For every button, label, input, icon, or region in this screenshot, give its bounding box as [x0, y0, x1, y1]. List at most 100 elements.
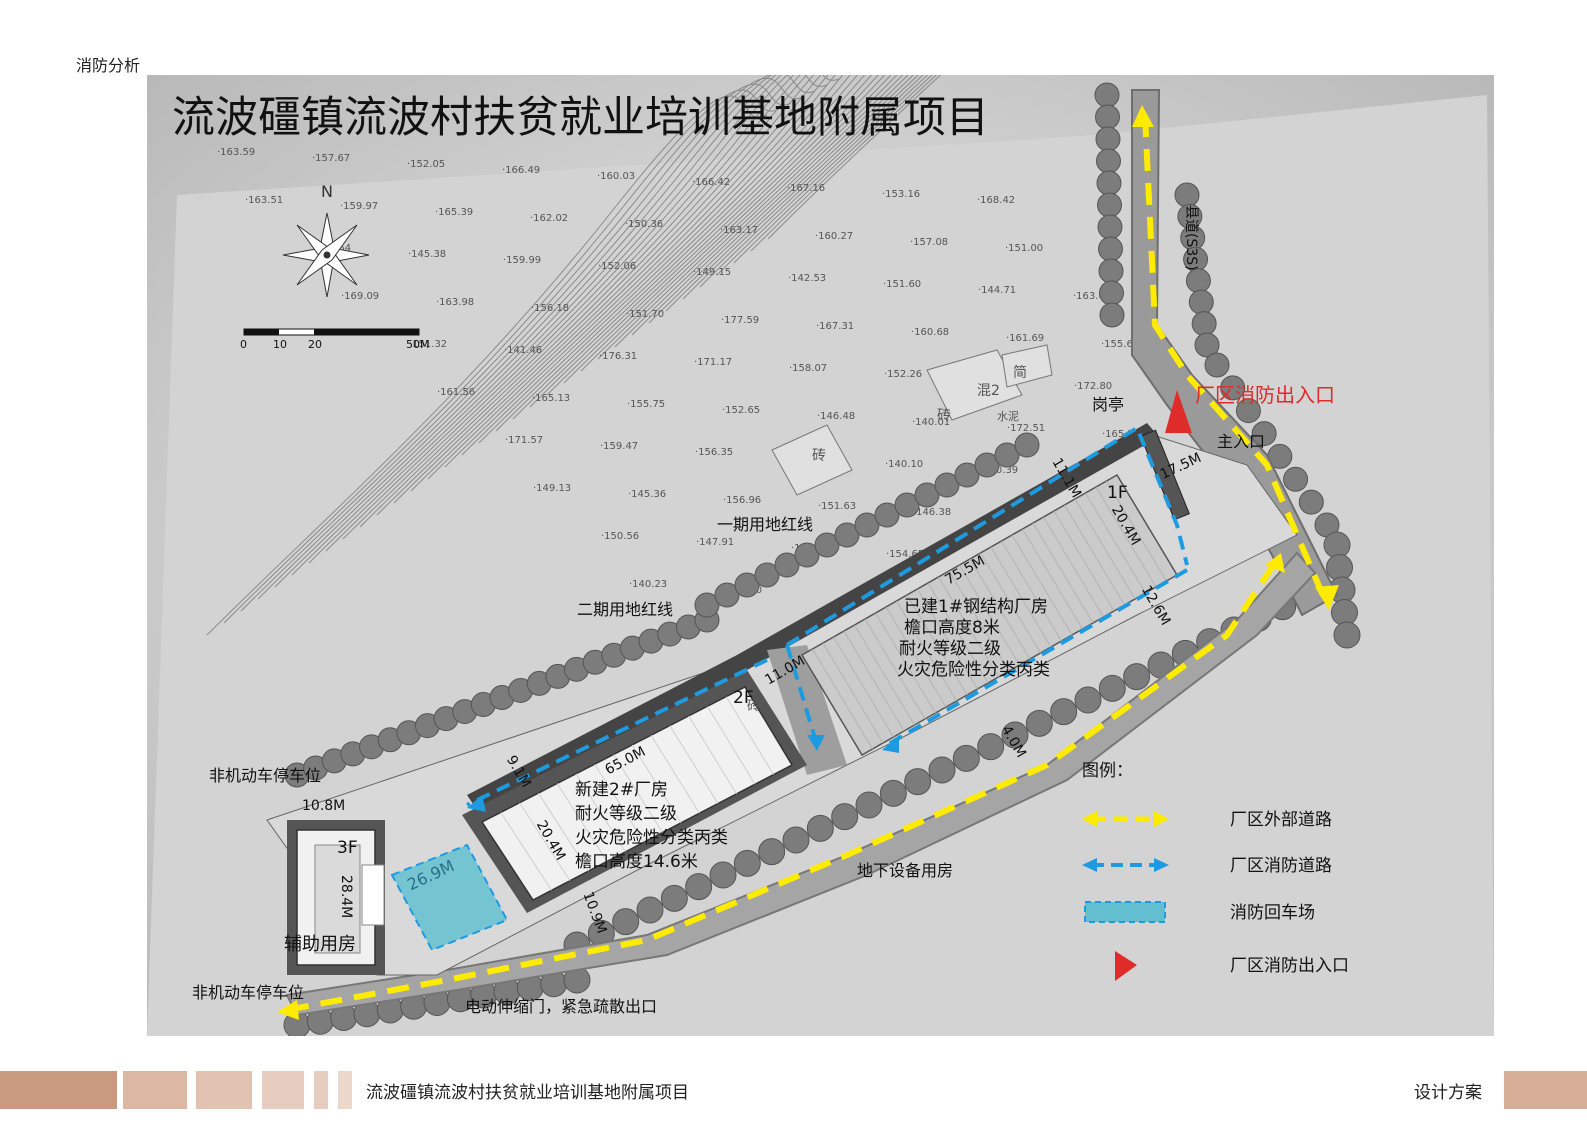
elevation-label: ·151.00: [1005, 243, 1043, 254]
label-fire-entrance: 厂区消防出入口: [1195, 383, 1335, 407]
floor-grid-line: [650, 734, 700, 814]
scale-tick-0: 0: [240, 338, 247, 351]
roof-stripe: [948, 570, 1010, 672]
roof-stripe: [959, 564, 1020, 666]
elevation-label: ·163.98: [436, 297, 474, 308]
elevation-label: ·159.47: [600, 441, 638, 452]
tree: [758, 838, 786, 866]
building-labels: 1F 已建1#钢结构厂房 檐口高度8米 耐火等级二级 火灾危险性分类丙类 2F …: [337, 483, 1128, 872]
elevation-label: ·161.56: [437, 387, 475, 398]
fire-entrance-marker: [1165, 390, 1192, 433]
floor-grid-line: [575, 773, 626, 853]
tree: [636, 896, 664, 924]
elevation-label: ·146.48: [817, 411, 855, 422]
label-guard-post: 岗亭: [1092, 395, 1124, 414]
yellow-arrow-bottom-right: [1315, 585, 1339, 610]
tree: [1188, 289, 1214, 315]
fire-road-north: [785, 425, 1189, 647]
tree: [1098, 236, 1123, 262]
contour-line: [410, 75, 815, 492]
tree: [977, 733, 1005, 761]
tree: [928, 756, 956, 784]
elevation-label: ·166.49: [502, 165, 540, 176]
legend-blue-arrow-right: [1154, 858, 1169, 872]
contour-line: [291, 75, 828, 576]
external-road-east: [1142, 114, 1328, 602]
label-bike-parking-top: 非机动车停车位: [209, 766, 321, 785]
elevation-label: ·152.26: [884, 369, 922, 380]
contour-line: [308, 75, 840, 564]
plan-labels: 岗亭 厂区消防出入口 主入口 一期用地红线 二期用地红线 非机动车停车位 非机动…: [192, 205, 1335, 1016]
tree: [994, 442, 1020, 468]
elevation-label: ·165.13: [532, 393, 570, 404]
tree: [660, 884, 688, 912]
label-bike-parking-bottom: 非机动车停车位: [192, 983, 304, 1002]
elevation-label: ·163.17: [720, 225, 758, 236]
roof-stripe: [896, 600, 957, 702]
elevation-label: ·162.02: [530, 213, 568, 224]
contour-line: [529, 75, 866, 408]
tree: [879, 779, 907, 807]
elevation-label: ·166.42: [692, 177, 730, 188]
elevation-label: ·171.57: [505, 435, 543, 446]
contour-line: [274, 75, 816, 588]
tree: [1014, 432, 1040, 458]
tree: [1094, 82, 1120, 108]
fire-arrow-1: [807, 735, 825, 751]
contour-line: [699, 75, 924, 288]
scale-tick-20: 20: [308, 338, 322, 351]
contour-line: [597, 75, 892, 360]
fire-road-east: [885, 568, 1189, 747]
elevation-label: ·142.53: [788, 273, 826, 284]
tree: [1283, 466, 1309, 492]
tree: [874, 502, 900, 528]
floor-grid-line: [707, 706, 756, 785]
tree: [685, 873, 713, 901]
tree: [1123, 663, 1151, 691]
building-3-stair: [361, 864, 385, 926]
b1-floor: 1F: [1107, 483, 1128, 503]
elevation-label: ·163.59: [217, 147, 255, 158]
elevation-label: ·151.60: [883, 279, 921, 290]
tree: [1074, 686, 1102, 714]
tree: [1097, 214, 1123, 240]
roof-stripe: [1053, 510, 1115, 612]
contour-line: [767, 75, 942, 240]
elevation-label: ·168.42: [977, 195, 1015, 206]
roof-stripe: [1001, 540, 1062, 642]
tree: [1095, 104, 1120, 130]
contour-line: [257, 77, 804, 600]
elevation-label: ·149.15: [693, 267, 731, 278]
tree-rows: [283, 82, 1361, 1036]
elevation-label: ·141.46: [504, 345, 542, 356]
contour-line: [546, 75, 873, 396]
south-road: [285, 551, 1317, 1017]
roof-stripe: [1011, 534, 1073, 636]
contour-line: [614, 75, 898, 348]
elevation-label: ·165.39: [435, 207, 473, 218]
contour-line: [733, 75, 933, 264]
building-2-grid: [500, 696, 774, 891]
b1-line-2: 檐口高度8米: [904, 618, 1000, 638]
label-simple: 简: [1013, 364, 1027, 381]
roof-stripe: [885, 606, 947, 708]
contour-line: [512, 75, 859, 420]
contour-line: [427, 75, 822, 480]
elevation-label: ·145.38: [408, 249, 446, 260]
contour-line: [461, 75, 836, 456]
floor-grid-line: [669, 725, 719, 804]
floor-grid-line: [725, 696, 774, 775]
footer-block-6: [338, 1071, 352, 1109]
building-2: [480, 686, 794, 901]
yellow-arrow-south-right: [1265, 553, 1285, 573]
elevation-label: ·144.71: [978, 285, 1016, 296]
contour-line: [376, 75, 801, 516]
legend-yellow-arrow-left: [1082, 811, 1097, 827]
tree: [1050, 698, 1078, 726]
b2-line-1: 新建2#厂房: [575, 780, 668, 800]
legend-item-fire-entrance: 厂区消防出入口: [1230, 956, 1349, 976]
scale-tick-10: 10: [273, 338, 287, 351]
tree: [855, 791, 883, 819]
contour-line: [631, 75, 904, 336]
b1-line-3: 耐火等级二级: [899, 639, 1001, 659]
